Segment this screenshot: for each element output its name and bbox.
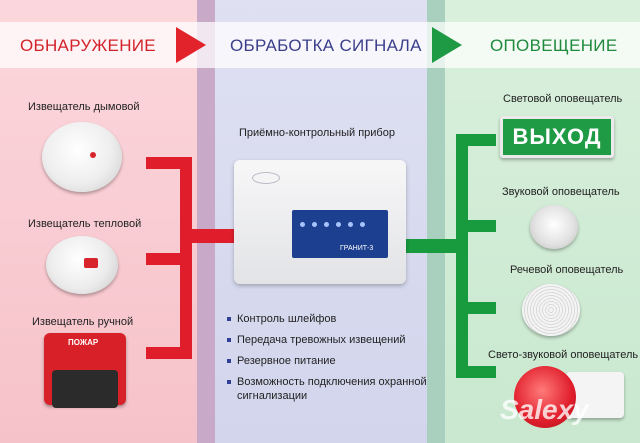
header-detection: ОБНАРУЖЕНИЕ (20, 36, 156, 55)
panel-led-icon (312, 222, 317, 227)
green-connector-3 (456, 302, 496, 314)
red-connector-to-panel (190, 229, 234, 243)
header-band (0, 22, 640, 68)
green-connector-2 (456, 220, 496, 232)
arrow-green-icon (432, 27, 462, 63)
green-connector-vertical (456, 134, 468, 378)
panel-led-icon (360, 222, 365, 227)
heat-detector-label: Извещатель тепловой (28, 218, 142, 230)
exit-sign: ВЫХОД (503, 119, 611, 155)
red-connector-middle (146, 253, 192, 265)
panel-title: Приёмно-контрольный прибор (239, 127, 395, 139)
list-item: Передача тревожных извещений (227, 333, 427, 347)
green-connector-4 (456, 366, 496, 378)
heat-detector-icon (46, 236, 118, 294)
header-notification: ОПОВЕЩЕНИЕ (490, 36, 618, 55)
voice-notifier-label: Речевой оповещатель (510, 264, 624, 276)
list-item: Резервное питание (227, 354, 427, 368)
speaker-icon (522, 284, 580, 336)
column-divider-1 (197, 0, 215, 443)
strobe-light-icon (514, 366, 576, 428)
smoke-detector-led-icon (90, 152, 96, 158)
smoke-detector-label: Извещатель дымовой (28, 101, 140, 113)
green-connector-from-panel (406, 239, 460, 253)
panel-led-icon (348, 222, 353, 227)
manual-call-point-label: Извещатель ручной (32, 316, 134, 328)
smoke-detector-icon (42, 122, 122, 192)
panel-screen-text: ГРАНИТ-3 (340, 245, 374, 252)
arrow-red-icon (176, 27, 206, 63)
panel-led-icon (324, 222, 329, 227)
panel-logo-icon (252, 172, 280, 184)
header-processing: ОБРАБОТКА СИГНАЛА (230, 36, 422, 55)
siren-icon (530, 205, 578, 249)
panel-led-icon (300, 222, 305, 227)
column-divider-2 (427, 0, 445, 443)
green-connector-1 (456, 134, 496, 146)
light-sound-notifier-label: Свето-звуковой оповещатель (488, 349, 639, 361)
panel-screen (292, 210, 388, 258)
list-item: Контроль шлейфов (227, 312, 427, 326)
function-list: Контроль шлейфов Передача тревожных изве… (227, 312, 427, 410)
heat-detector-led-icon (84, 258, 98, 268)
light-notifier-label: Световой оповещатель (503, 93, 623, 105)
list-item: Возможность подключения охранной сигнали… (227, 375, 427, 403)
manual-call-point-base-icon (52, 370, 118, 408)
watermark: Salexy (500, 394, 589, 425)
manual-call-point-sign: ПОЖАР (68, 338, 99, 347)
red-connector-bottom (146, 347, 192, 359)
panel-led-icon (336, 222, 341, 227)
sound-notifier-label: Звуковой оповещатель (502, 186, 620, 198)
